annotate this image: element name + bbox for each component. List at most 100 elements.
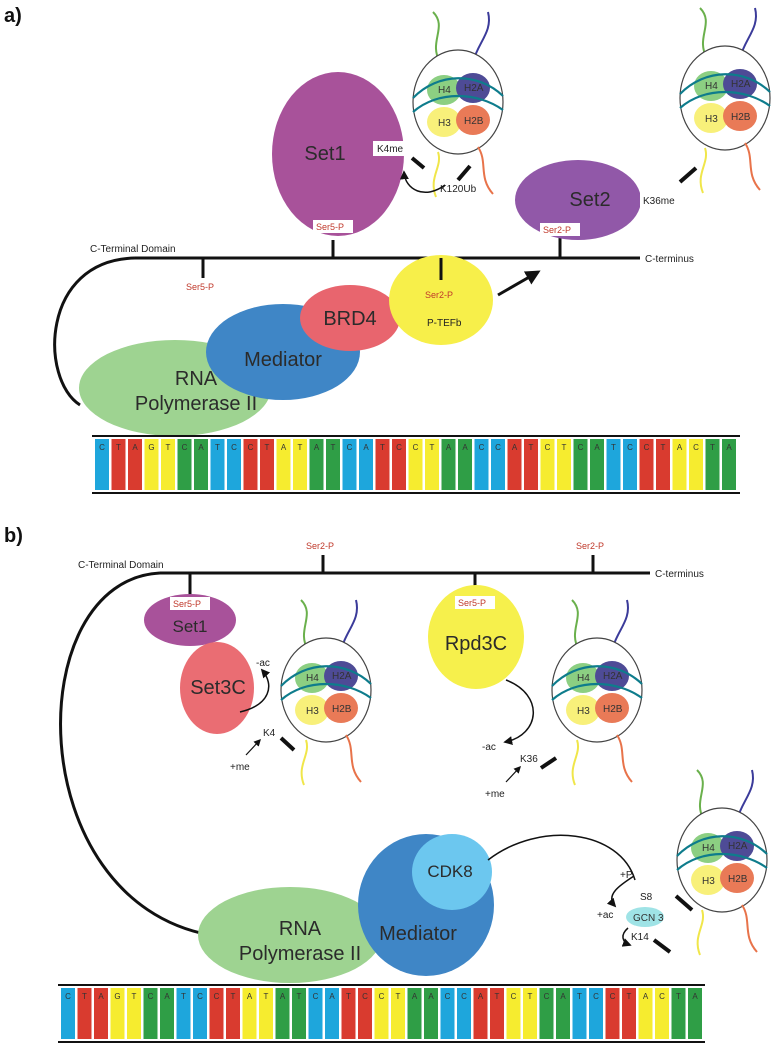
s8-label: S8 xyxy=(640,892,653,903)
base-letter: C xyxy=(182,443,188,452)
rnapol-b xyxy=(198,887,382,983)
base-letter: T xyxy=(346,992,351,1001)
base-letter: A xyxy=(677,443,683,452)
base-pair xyxy=(540,439,555,490)
base-pair xyxy=(243,439,258,490)
base-pair xyxy=(227,439,241,490)
minus-ac-1: -ac xyxy=(256,658,270,669)
base-pair xyxy=(523,988,537,1039)
gcn3 xyxy=(626,907,664,927)
h2a-b2: H2A xyxy=(603,671,623,682)
base-letter: T xyxy=(331,443,336,452)
base-letter: A xyxy=(560,992,566,1001)
plus-me-2: +me xyxy=(485,789,505,800)
k120ub-label: K120Ub xyxy=(440,184,477,195)
base-pair xyxy=(458,439,472,490)
base-pair xyxy=(176,988,191,1039)
nucleosome-a2: H4 H2A H3 H2B xyxy=(678,6,772,195)
base-pair xyxy=(440,988,455,1039)
base-pair xyxy=(161,439,175,490)
base-pair xyxy=(111,439,126,490)
base-pair xyxy=(358,988,372,1039)
methylation-arrow-1 xyxy=(245,738,261,756)
base-pair xyxy=(325,988,339,1039)
ctd-curve-b xyxy=(59,571,211,937)
k14-mark xyxy=(652,938,672,954)
base-pair xyxy=(359,439,373,490)
base-letter: T xyxy=(627,992,632,1001)
set3c xyxy=(180,642,254,734)
base-letter: C xyxy=(495,443,501,452)
set1-a-label: Set1 xyxy=(304,143,345,165)
deacetylation-arrow-2 xyxy=(503,679,534,745)
ctd-curve-a xyxy=(53,256,136,407)
ser5p-rpd3c-box xyxy=(455,596,495,609)
plus-p: +P xyxy=(620,870,633,881)
k120ub-mark xyxy=(456,164,472,182)
base-pair xyxy=(506,988,521,1039)
base-pair xyxy=(308,988,323,1039)
base-letter: C xyxy=(413,443,419,452)
base-letter: C xyxy=(197,992,203,1001)
ser2p-set2: Ser2-P xyxy=(543,225,571,235)
base-pair xyxy=(128,439,142,490)
ser2p-b2: Ser2-P xyxy=(576,541,604,551)
base-pair xyxy=(375,439,390,490)
deacetylation-arrow-1 xyxy=(239,668,271,713)
base-pair xyxy=(374,988,389,1039)
base-pair xyxy=(638,988,653,1039)
base-pair xyxy=(491,439,505,490)
k4me-box xyxy=(373,141,413,156)
cdk8-to-s8-curve xyxy=(487,834,636,881)
base-pair xyxy=(110,988,125,1039)
nucleosome-a1: H4 H2A H3 H2B xyxy=(411,10,505,199)
base-letter: A xyxy=(726,443,732,452)
base-pair xyxy=(672,439,687,490)
base-pair xyxy=(326,439,340,490)
base-letter: T xyxy=(430,443,435,452)
h3-b2: H3 xyxy=(577,706,590,717)
base-pair xyxy=(407,988,422,1039)
rpd3c-label: Rpd3C xyxy=(445,633,507,655)
base-letter: T xyxy=(495,992,500,1001)
h2a-b3: H2A xyxy=(728,841,748,852)
base-pair xyxy=(95,439,109,490)
base-letter: T xyxy=(297,992,302,1001)
rpd3c xyxy=(428,585,524,689)
base-letter: C xyxy=(545,443,551,452)
base-letter: T xyxy=(265,443,270,452)
ptefb xyxy=(389,255,493,345)
base-pair xyxy=(143,988,158,1039)
base-letter: C xyxy=(248,443,254,452)
base-pair xyxy=(408,439,423,490)
base-pair xyxy=(226,988,240,1039)
ser5p-set1-a: Ser5-P xyxy=(316,222,344,232)
base-pair xyxy=(293,439,307,490)
rnapol-a-line1: RNA xyxy=(175,368,218,390)
base-letter: A xyxy=(164,992,170,1001)
h4-a2: H4 xyxy=(705,81,718,92)
nucleosome-b3: H4 H2A H3 H2B xyxy=(675,768,769,957)
base-letter: A xyxy=(198,443,204,452)
h2a-a1: H2A xyxy=(464,83,484,94)
base-letter: C xyxy=(461,992,467,1001)
base-letter: T xyxy=(166,443,171,452)
nucleosome-b2: H4 H2A H3 H2B xyxy=(550,598,644,787)
base-pair xyxy=(242,988,257,1039)
k14-label: K14 xyxy=(631,932,649,943)
base-pair xyxy=(722,439,736,490)
base-letter: C xyxy=(693,443,699,452)
base-pair xyxy=(341,988,356,1039)
base-pair xyxy=(490,988,504,1039)
base-letter: C xyxy=(99,443,105,452)
base-pair xyxy=(688,988,702,1039)
ser5p-left-a: Ser5-P xyxy=(186,282,214,292)
rnapol-a-line2: Polymerase II xyxy=(135,393,257,415)
k36me-label: K36me xyxy=(643,196,675,207)
base-pair xyxy=(77,988,92,1039)
base-letter: A xyxy=(446,443,452,452)
base-pair xyxy=(391,988,405,1039)
set1-b xyxy=(144,594,236,646)
base-letter: A xyxy=(594,443,600,452)
